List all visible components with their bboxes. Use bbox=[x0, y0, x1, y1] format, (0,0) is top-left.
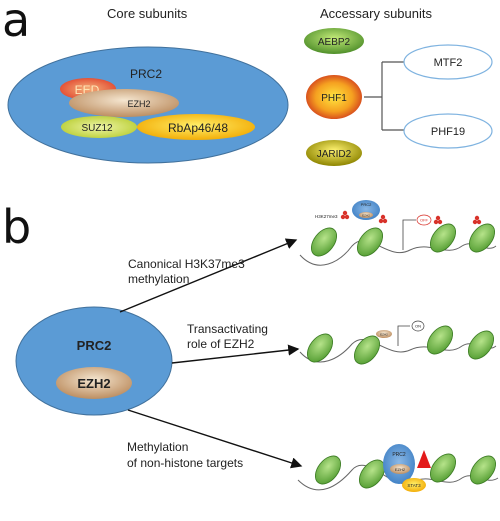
nucleosome bbox=[468, 223, 496, 253]
on-badge bbox=[411, 320, 425, 332]
phf1-subunit bbox=[306, 75, 362, 119]
ezh2-subunit-b bbox=[56, 367, 132, 399]
nucleosome bbox=[426, 325, 454, 355]
methyl-mark bbox=[340, 214, 346, 220]
aebp2-label: AEBP2 bbox=[318, 37, 351, 48]
mtf2-subunit bbox=[403, 44, 493, 80]
arrow-transactivating bbox=[171, 344, 300, 364]
red-triangle-icon bbox=[417, 450, 431, 468]
methyl-mark bbox=[437, 219, 443, 225]
mini-ezh2-label: EZH2 bbox=[380, 333, 388, 337]
non-histone-chromatin: PRC2 EZH2 STAT3 bbox=[297, 444, 499, 492]
mini-prc2-label: PRC2 bbox=[361, 202, 372, 207]
rbap-label: RbAp46/48 bbox=[168, 121, 228, 135]
mini-prc2 bbox=[383, 444, 415, 484]
ezh2-subunit bbox=[69, 89, 179, 117]
nucleosome bbox=[356, 227, 384, 257]
arrow-canonical bbox=[119, 238, 298, 313]
methyl-mark bbox=[342, 210, 348, 216]
arrow-non-histone bbox=[127, 409, 303, 469]
route-non-histone-line1: Methylation bbox=[127, 440, 188, 454]
route-non-histone-line2: of non-histone targets bbox=[127, 456, 243, 470]
methyl-mark bbox=[474, 215, 480, 221]
aebp2-subunit bbox=[304, 28, 364, 54]
prc2-core-label: PRC2 bbox=[130, 67, 162, 81]
nucleosome bbox=[429, 223, 457, 253]
core-subunits-title: Core subunits bbox=[107, 6, 188, 21]
nucleosome bbox=[310, 227, 338, 257]
mini-prc2-label: PRC2 bbox=[392, 452, 406, 458]
accessory-subunits-title: Accessary subunits bbox=[320, 6, 432, 21]
phf1-bracket bbox=[364, 61, 412, 131]
nucleosome bbox=[429, 453, 457, 483]
off-badge bbox=[416, 214, 432, 226]
nucleosome bbox=[467, 330, 495, 360]
canonical-chromatin: PRC2 EZH2 H3K27me3 OFF bbox=[299, 200, 497, 266]
nucleosome bbox=[469, 455, 497, 485]
mini-ezh2 bbox=[390, 464, 410, 474]
transactivating-chromatin: EZH2 ON bbox=[299, 320, 497, 365]
route-transactivating-line2: role of EZH2 bbox=[187, 337, 255, 351]
tss-arrow bbox=[397, 325, 410, 346]
off-label: OFF bbox=[420, 218, 429, 223]
methyl-mark bbox=[382, 218, 388, 224]
ezh2-label-b: EZH2 bbox=[77, 376, 110, 391]
stat3-target bbox=[402, 478, 426, 492]
mini-ezh2 bbox=[376, 330, 392, 338]
methyl-mark bbox=[344, 214, 350, 220]
route-canonical-line2: methylation bbox=[128, 272, 189, 286]
mtf2-label: MTF2 bbox=[434, 57, 463, 69]
methyl-mark bbox=[472, 219, 478, 225]
mini-ezh2 bbox=[359, 212, 373, 218]
route-transactivating-line1: Transactivating bbox=[187, 322, 268, 336]
ezh2-label: EZH2 bbox=[127, 99, 150, 109]
panel-b-letter: b bbox=[2, 200, 31, 254]
phf1-label: PHF1 bbox=[321, 93, 347, 104]
phf19-subunit bbox=[403, 113, 493, 149]
methyl-mark bbox=[378, 218, 384, 224]
rbap-subunit bbox=[137, 114, 255, 140]
jarid2-subunit bbox=[306, 140, 362, 166]
nucleosome bbox=[306, 333, 334, 363]
jarid2-label: JARID2 bbox=[317, 149, 352, 160]
nucleosome bbox=[358, 459, 386, 489]
prc2-label-b: PRC2 bbox=[77, 338, 112, 353]
methyl-mark bbox=[476, 219, 482, 225]
nucleosome bbox=[353, 335, 381, 365]
suz12-subunit bbox=[61, 116, 137, 138]
tss-arrow bbox=[402, 219, 416, 250]
mini-ezh2-label: EZH2 bbox=[395, 467, 406, 472]
mini-ezh2-label: EZH2 bbox=[362, 214, 370, 218]
methyl-mark bbox=[435, 215, 441, 221]
methyl-mark bbox=[380, 214, 386, 220]
panel-a-letter: a bbox=[2, 0, 30, 47]
methyl-mark bbox=[433, 219, 439, 225]
phf19-label: PHF19 bbox=[431, 126, 465, 138]
on-label: ON bbox=[415, 324, 421, 329]
h3k27me3-label: H3K27me3 bbox=[315, 214, 338, 219]
prc2-complex-b bbox=[15, 306, 173, 416]
nucleosome bbox=[314, 455, 342, 485]
suz12-label: SUZ12 bbox=[81, 123, 113, 134]
route-canonical-line1: Canonical H3K37me3 bbox=[128, 257, 245, 271]
stat3-label: STAT3 bbox=[407, 483, 421, 488]
